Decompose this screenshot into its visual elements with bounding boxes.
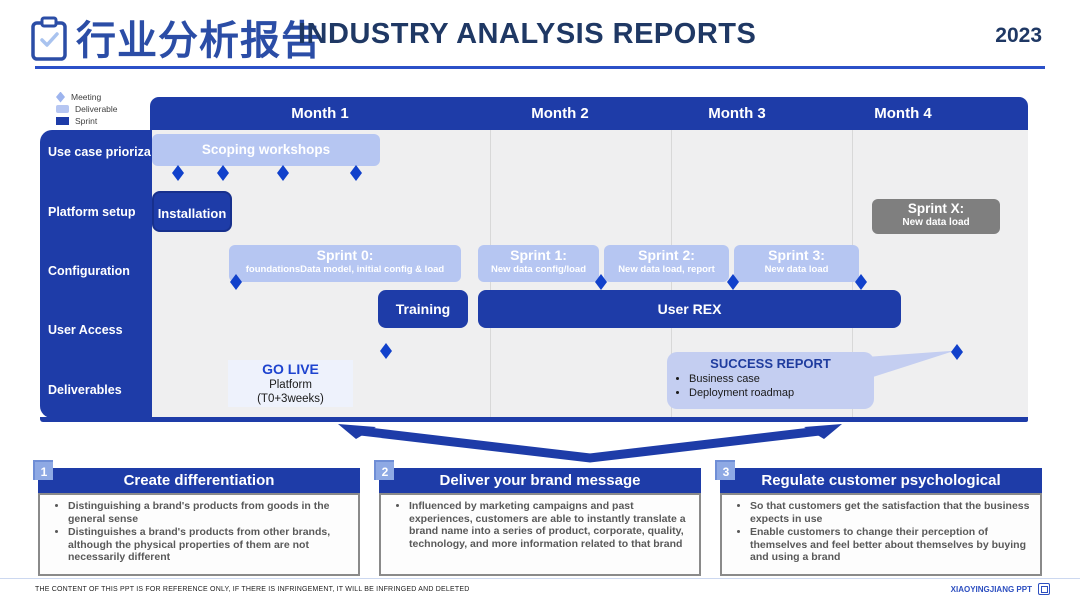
user-rex-bar: User REX — [478, 290, 901, 328]
meeting-diamond-icon — [56, 91, 65, 103]
row-label-platform-setup: Platform setup — [48, 205, 136, 219]
row-label-configuration: Configuration — [48, 264, 130, 278]
meeting-diamond-icon — [595, 274, 607, 290]
sprint-3-subtitle: New data load — [764, 264, 829, 275]
legend-item-sprint: Sprint — [56, 115, 118, 127]
footer-disclaimer: THE CONTENT OF THIS PPT IS FOR REFERENCE… — [35, 586, 470, 593]
meeting-diamond-icon — [217, 165, 229, 181]
sprint-0-subtitle: foundationsData model, initial config & … — [245, 264, 445, 275]
sprint-1-bar: Sprint 1: New data config/load — [478, 245, 599, 282]
success-report-title: SUCCESS REPORT — [710, 356, 831, 371]
sprint-square-icon — [56, 117, 69, 125]
go-live-line1: Platform — [269, 379, 312, 391]
sprint-x-subtitle: New data load — [902, 217, 970, 228]
month-3-label: Month 3 — [708, 105, 766, 122]
clipboard-check-icon — [31, 16, 67, 61]
footer-divider — [0, 578, 1080, 579]
card-title: Regulate customer psychological — [720, 468, 1042, 493]
card-bullet: Enable customers to change their percept… — [750, 526, 1032, 564]
training-bar: Training — [378, 290, 468, 328]
card-bullet: Influenced by marketing campaigns and pa… — [409, 500, 691, 550]
card-title: Create differentiation — [38, 468, 360, 493]
card-body: So that customers get the satisfaction t… — [720, 493, 1042, 576]
card-number-badge: 2 — [374, 460, 394, 480]
year-label: 2023 — [995, 24, 1042, 47]
sprint-0-title: Sprint 0: — [316, 247, 374, 263]
sprint-3-bar: Sprint 3: New data load — [734, 245, 859, 282]
card-number-badge: 1 — [33, 460, 53, 480]
row-label-deliverables: Deliverables — [48, 383, 122, 397]
go-live-title: GO LIVE — [262, 361, 319, 377]
legend-label: Meeting — [71, 92, 102, 102]
card-body: Distinguishing a brand's products from g… — [38, 493, 360, 576]
sprint-1-title: Sprint 1: — [510, 247, 567, 263]
month-2-label: Month 2 — [531, 105, 589, 122]
footer-logo-icon — [1038, 583, 1050, 595]
go-live-line2: (T0+3weeks) — [257, 393, 324, 405]
card-body: Influenced by marketing campaigns and pa… — [379, 493, 701, 576]
meeting-diamond-icon — [172, 165, 184, 181]
card-deliver-brand-message: 2 Deliver your brand message Influenced … — [374, 460, 701, 576]
success-report-bullet: Business case — [689, 372, 874, 386]
sprint-2-bar: Sprint 2: New data load, report — [604, 245, 729, 282]
sprint-2-title: Sprint 2: — [638, 247, 695, 263]
month-4-label: Month 4 — [874, 105, 932, 122]
go-live-callout: GO LIVE Platform (T0+3weeks) — [228, 360, 353, 407]
sprint-3-title: Sprint 3: — [768, 247, 825, 263]
card-bullet: So that customers get the satisfaction t… — [750, 500, 1032, 525]
card-number-badge: 3 — [715, 460, 735, 480]
page-title-en: INDUSTRY ANALYSIS REPORTS — [298, 18, 757, 50]
sprint-0-bar: Sprint 0: foundationsData model, initial… — [229, 245, 461, 282]
success-report-bullet: Deployment roadmap — [689, 386, 874, 400]
legend-item-meeting: Meeting — [56, 91, 118, 103]
success-report-callout: SUCCESS REPORT Business case Deployment … — [667, 352, 874, 409]
legend-item-deliverable: Deliverable — [56, 103, 118, 115]
timeline-bottom-divider — [40, 417, 1028, 422]
sprint-2-subtitle: New data load, report — [618, 264, 715, 275]
legend-label: Sprint — [75, 116, 98, 126]
title-divider — [35, 66, 1045, 69]
card-create-differentiation: 1 Create differentiation Distinguishing … — [33, 460, 360, 576]
card-bullet: Distinguishing a brand's products from g… — [68, 500, 350, 525]
installation-bar: Installation — [152, 191, 232, 232]
card-regulate-customer-psychological: 3 Regulate customer psychological So tha… — [715, 460, 1042, 576]
sprint-x-bar: Sprint X: New data load — [872, 199, 1000, 234]
page-title-zh: 行业分析报告 — [76, 19, 322, 63]
deliverable-bubble-icon — [56, 105, 69, 113]
row-label-user-access: User Access — [48, 323, 123, 337]
legend: Meeting Deliverable Sprint — [56, 91, 118, 127]
scoping-workshops-bar: Scoping workshops — [152, 134, 380, 166]
footer-brand: XIAOYINGJIANG PPT — [950, 585, 1032, 594]
sprint-1-subtitle: New data config/load — [490, 264, 586, 275]
meeting-diamond-icon — [277, 165, 289, 181]
row-label-use-case: Use case prioriza — [48, 145, 151, 159]
meeting-diamond-icon — [727, 274, 739, 290]
meeting-diamond-icon — [350, 165, 362, 181]
down-chevron-arrow-icon — [338, 424, 842, 463]
row-sidebar — [40, 130, 152, 418]
meeting-diamond-icon — [951, 344, 963, 360]
meeting-diamond-icon — [230, 274, 242, 290]
success-report-bullets: Business case Deployment roadmap — [667, 372, 874, 400]
legend-label: Deliverable — [75, 104, 118, 114]
header: 行业分析报告 INDUSTRY ANALYSIS REPORTS 2023 — [30, 12, 1050, 64]
month-header-bar — [150, 97, 1028, 130]
meeting-diamond-icon — [855, 274, 867, 290]
card-title: Deliver your brand message — [379, 468, 701, 493]
month-1-label: Month 1 — [291, 105, 349, 122]
meeting-diamond-icon — [380, 343, 392, 359]
sprint-x-title: Sprint X: — [907, 201, 965, 216]
card-bullet: Distinguishes a brand's products from ot… — [68, 526, 350, 564]
